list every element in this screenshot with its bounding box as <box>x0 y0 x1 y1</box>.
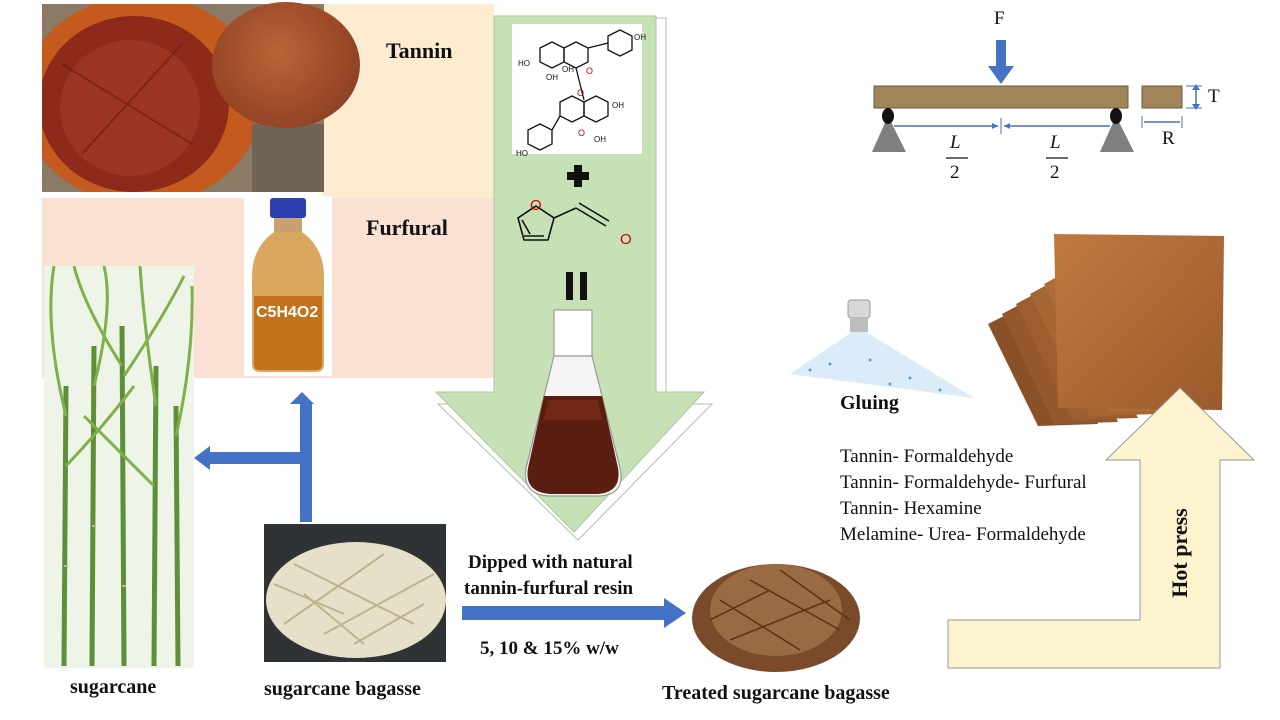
furfural-o-aldehyde: O <box>620 231 632 248</box>
resin-item-2: Tannin- Formaldehyde- Furfural <box>840 472 1087 493</box>
tannin-label: Tannin <box>386 38 453 63</box>
bottle-formula-label: C5H4O2 <box>256 304 319 321</box>
width-label: R <box>1162 128 1175 149</box>
right-support <box>1100 116 1134 152</box>
tannin-powder-image <box>212 2 360 128</box>
specimen-section <box>1141 85 1183 109</box>
sugarcane-label: sugarcane <box>70 676 157 698</box>
furfural-o-ring: O <box>530 197 542 214</box>
treated-bagasse-image <box>690 530 864 678</box>
chem-o-2: O <box>577 88 584 98</box>
dip-arrow <box>664 598 686 628</box>
half-span-divisor-left: 2 <box>950 162 960 183</box>
svg-text:OH: OH <box>612 101 624 110</box>
svg-text:OH: OH <box>546 73 558 82</box>
svg-text:OH: OH <box>562 65 574 74</box>
svg-text:OH: OH <box>594 135 606 144</box>
equals-sign <box>566 272 573 300</box>
resin-flask <box>524 309 622 497</box>
sugarcane-image <box>44 266 194 668</box>
bagasse-image <box>264 524 446 662</box>
resin-item-4: Melamine- Urea- Formaldehyde <box>840 524 1086 545</box>
bagasse-label: sugarcane bagasse <box>264 678 421 700</box>
particle-boards-image <box>978 214 1228 426</box>
tannin-structure-box <box>512 24 642 154</box>
treated-bagasse-label: Treated sugarcane bagasse <box>662 682 890 704</box>
svg-text:HO: HO <box>516 149 528 158</box>
hot-press-arrow <box>947 387 1256 669</box>
concentration-label: 5, 10 & 15% w/w <box>480 638 619 659</box>
dipped-label-line2: tannin-furfural resin <box>464 578 634 599</box>
furfural-bottle-image: C5H4O2 <box>244 196 332 376</box>
thickness-label: T <box>1208 86 1220 107</box>
resin-item-3: Tannin- Hexamine <box>840 498 982 519</box>
chem-o-1: O <box>586 66 593 76</box>
svg-text:OH: OH <box>634 33 646 42</box>
furfural-label: Furfural <box>366 215 448 240</box>
half-span-label-left: L <box>950 132 961 153</box>
half-span-divisor-right: 2 <box>1050 162 1060 183</box>
force-label: F <box>994 8 1005 29</box>
hot-press-label: Hot press <box>1167 508 1192 598</box>
gluing-label: Gluing <box>840 392 899 414</box>
svg-text:HO: HO <box>518 59 530 68</box>
tannin-structure <box>527 29 633 151</box>
test-specimen <box>874 86 1128 108</box>
half-span-label-right: L <box>1050 132 1061 153</box>
furfural-structure <box>517 202 610 241</box>
left-support <box>872 116 906 152</box>
chem-o-3: O <box>578 128 585 138</box>
resin-item-1: Tannin- Formaldehyde <box>840 446 1014 467</box>
resin-list: Tannin- Formaldehyde Tannin- Formaldehyd… <box>840 444 1087 548</box>
force-arrow <box>988 66 1014 84</box>
to-sugarcane-arrow <box>194 446 210 470</box>
dipped-label-line1: Dipped with natural <box>468 552 633 573</box>
spray-image <box>790 294 974 404</box>
